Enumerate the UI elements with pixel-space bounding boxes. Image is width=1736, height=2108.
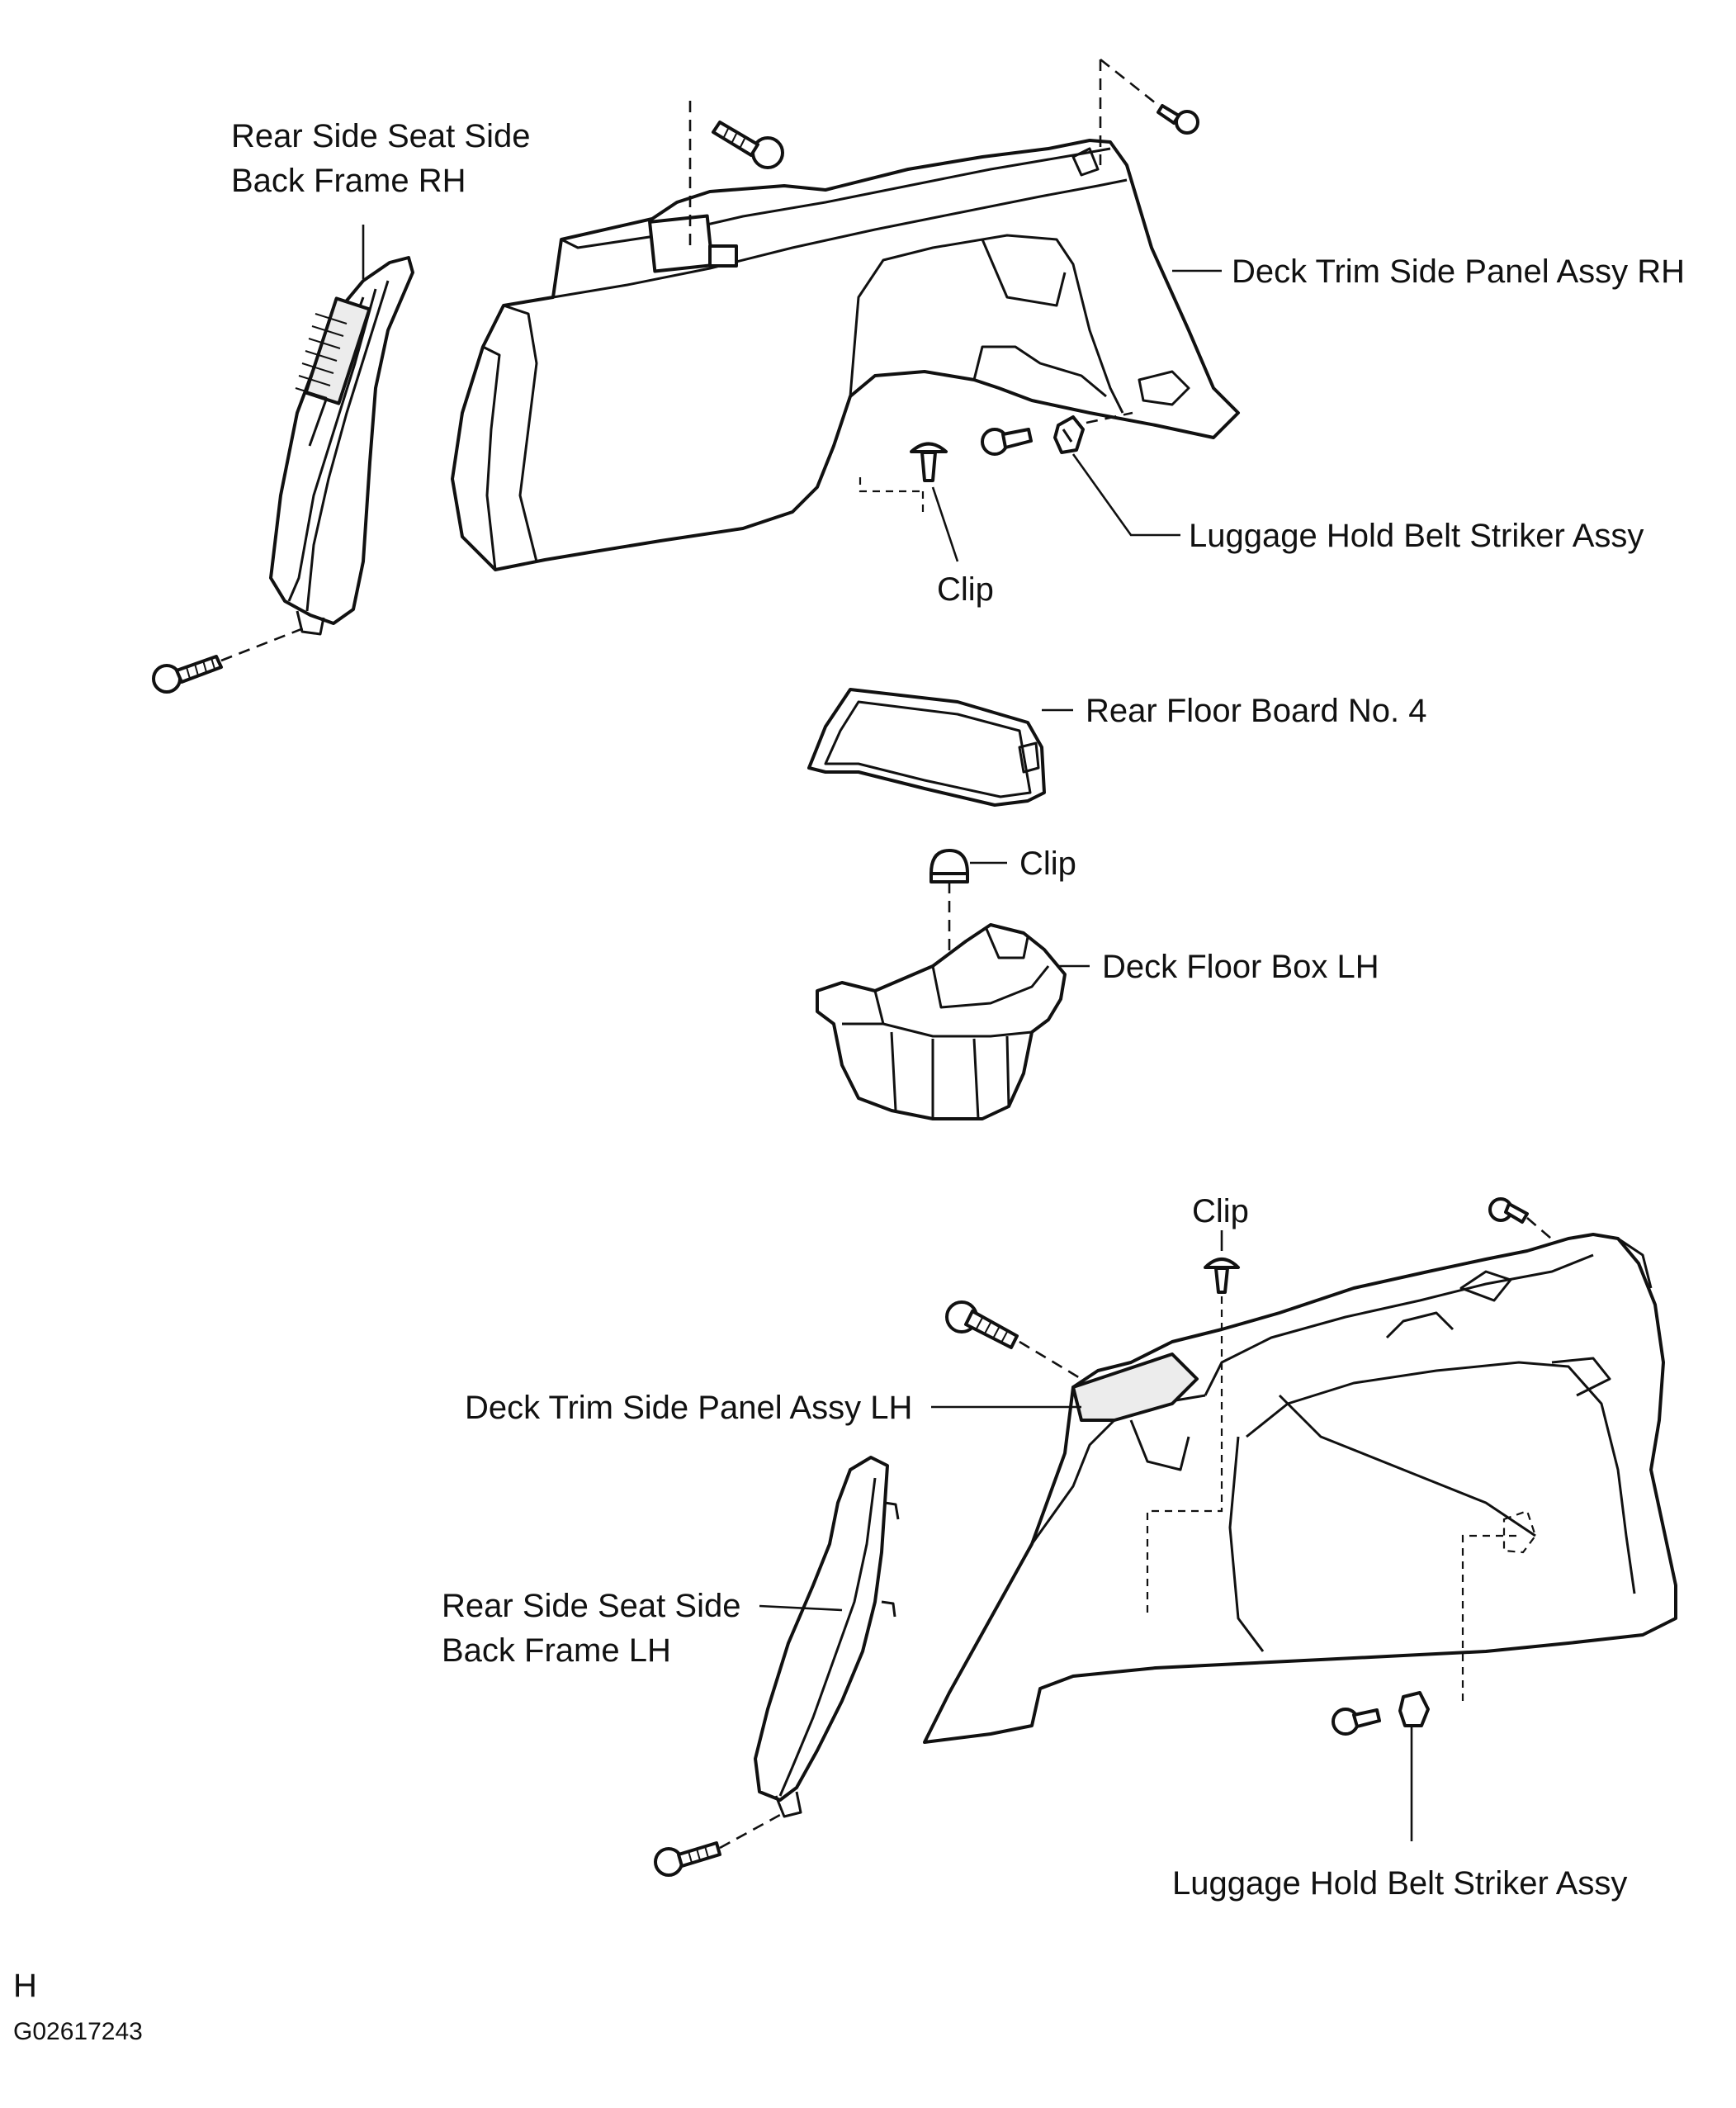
- dash-striker-bottom: [1461, 1534, 1519, 1701]
- bolt-striker-bottom: [1332, 1708, 1381, 1736]
- label-back-frame-rh-line1: Rear Side Seat Side: [231, 118, 530, 154]
- dash-rh-bolt-right-diag: [1100, 58, 1157, 105]
- label-luggage-striker-top: Luggage Hold Belt Striker Assy: [1189, 518, 1644, 554]
- bolt-back-frame-lh: [654, 1841, 721, 1877]
- dash-lh-left-bolt: [1019, 1340, 1082, 1381]
- bolt-deck-trim-lh-top: [1488, 1197, 1529, 1224]
- footer-code: G02617243: [13, 2018, 143, 2045]
- dash-clip-bottom: [1146, 1296, 1223, 1618]
- clip-top-part: [910, 442, 948, 482]
- dash-striker-mount-bottom: [1502, 1509, 1537, 1554]
- label-clip-middle: Clip: [1019, 846, 1076, 882]
- footer-letter: H: [13, 1968, 37, 2004]
- dash-clip-top-a: [859, 477, 923, 493]
- dash-lh-top-bolt: [1526, 1217, 1557, 1243]
- label-clip-bottom: Clip: [1192, 1193, 1249, 1229]
- leader-clip-top: [931, 486, 959, 562]
- label-back-frame-lh-line1: Rear Side Seat Side: [442, 1588, 740, 1624]
- deck-trim-panel-rh-part: [451, 139, 1240, 571]
- label-deck-trim-rh: Deck Trim Side Panel Assy RH: [1232, 253, 1685, 290]
- clip-bottom-part: [1204, 1258, 1240, 1294]
- back-frame-rh-part: [269, 256, 414, 636]
- dash-bolt-frame-lh: [719, 1813, 781, 1850]
- label-rear-floor-board: Rear Floor Board No. 4: [1086, 693, 1427, 729]
- label-deck-floor-box: Deck Floor Box LH: [1102, 949, 1379, 985]
- label-clip-top: Clip: [937, 571, 994, 608]
- bolt-back-frame-rh: [152, 655, 223, 694]
- deck-floor-box-part: [816, 923, 1067, 1120]
- label-luggage-striker-bottom: Luggage Hold Belt Striker Assy: [1172, 1865, 1627, 1902]
- clip-middle-part: [929, 849, 969, 883]
- luggage-striker-bottom-part: [1398, 1691, 1430, 1727]
- bolt-deck-trim-rh-left: [712, 121, 784, 169]
- bolt-striker-top: [981, 428, 1033, 456]
- leader-back-frame-lh: [759, 1604, 843, 1612]
- dash-bolt-frame-rh: [220, 626, 306, 662]
- bolt-deck-trim-rh-right: [1157, 104, 1199, 135]
- back-frame-lh-part: [754, 1456, 900, 1818]
- label-back-frame-lh-line2: Back Frame LH: [442, 1632, 671, 1669]
- leader-striker-top: [1071, 453, 1180, 537]
- deck-trim-panel-lh-part: [923, 1233, 1677, 1744]
- bolt-deck-trim-lh-left: [945, 1300, 1019, 1349]
- rear-floor-board-part: [807, 688, 1046, 807]
- luggage-striker-top-part: [1053, 415, 1085, 454]
- label-back-frame-rh-line2: Back Frame RH: [231, 163, 466, 199]
- label-deck-trim-lh: Deck Trim Side Panel Assy LH: [465, 1390, 912, 1426]
- dash-striker-top: [1086, 411, 1133, 424]
